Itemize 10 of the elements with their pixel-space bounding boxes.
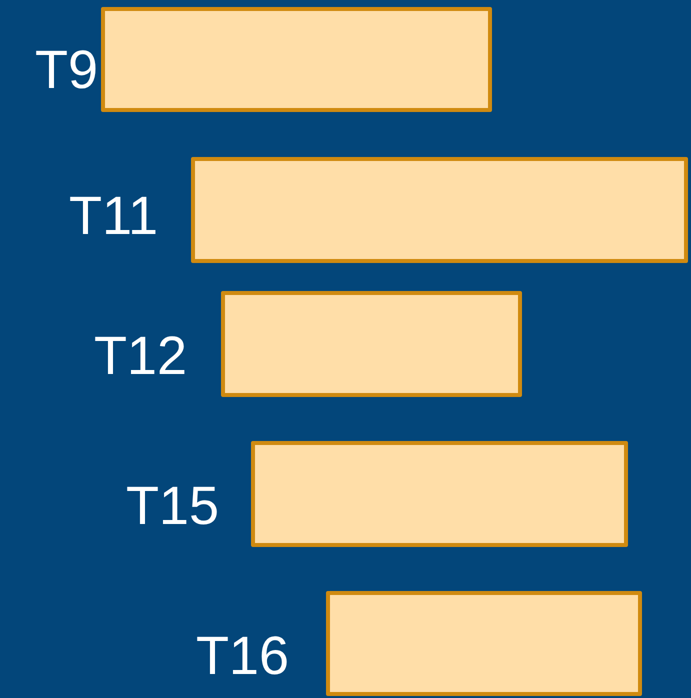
task-label: T11 — [68, 186, 158, 246]
task-bar — [101, 7, 492, 112]
task-bar — [251, 441, 628, 547]
task-bar — [191, 157, 688, 263]
task-label: T15 — [126, 476, 219, 536]
task-label: T16 — [196, 626, 289, 686]
task-bar — [221, 291, 522, 397]
task-bar — [326, 591, 642, 696]
task-label: T9 — [34, 40, 98, 100]
task-label: T12 — [94, 326, 187, 386]
